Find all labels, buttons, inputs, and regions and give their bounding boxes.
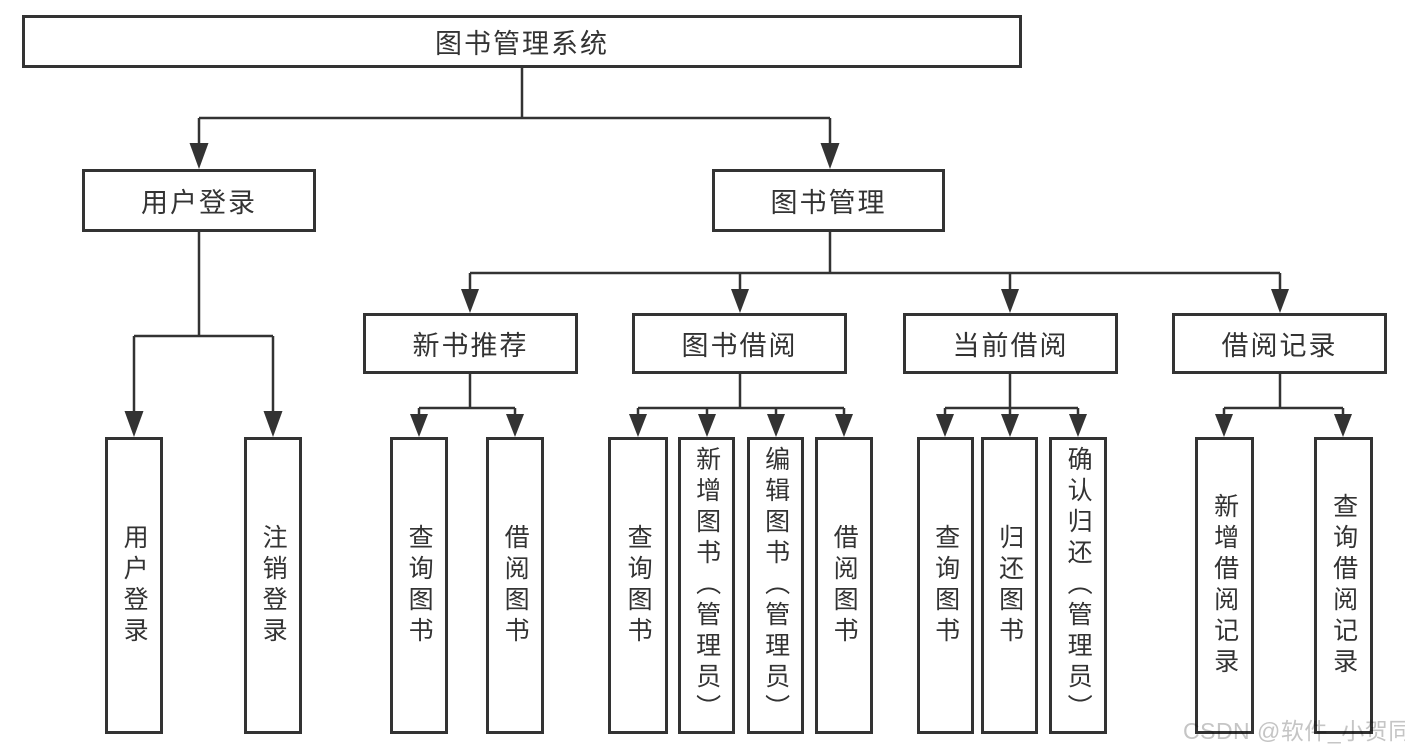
- node-user-login: 用户登录: [82, 169, 316, 232]
- node-user-login-label: 用户登录: [141, 188, 257, 218]
- leaf-confirm-return-admin: 确认归还（管理员）: [1049, 437, 1107, 734]
- leaf-query-books-current-label: 查询图书: [931, 523, 960, 648]
- leaf-user-login-label: 用户登录: [120, 523, 149, 648]
- node-current-borrow: 当前借阅: [903, 313, 1118, 374]
- leaf-logout: 注销登录: [244, 437, 302, 734]
- leaf-query-books-recommend-label: 查询图书: [405, 523, 434, 648]
- leaf-user-login: 用户登录: [105, 437, 163, 734]
- node-root-label: 图书管理系统: [435, 29, 609, 59]
- node-book-borrow: 图书借阅: [632, 313, 847, 374]
- leaf-return-books: 归还图书: [981, 437, 1038, 734]
- leaf-borrow-books-recommend-label: 借阅图书: [501, 523, 530, 648]
- leaf-edit-books-admin-label: 编辑图书（管理员）: [761, 446, 790, 725]
- leaf-query-borrow-record: 查询借阅记录: [1314, 437, 1373, 734]
- node-new-book-recommend-label: 新书推荐: [412, 331, 529, 361]
- connector-paths: [132, 68, 1345, 418]
- node-borrow-records: 借阅记录: [1172, 313, 1387, 374]
- leaf-borrow-books-label: 借阅图书: [830, 523, 859, 648]
- leaf-add-books-admin: 新增图书（管理员）: [678, 437, 735, 734]
- node-borrow-records-label: 借阅记录: [1221, 331, 1338, 361]
- leaf-query-books-recommend: 查询图书: [390, 437, 448, 734]
- leaf-return-books-label: 归还图书: [995, 523, 1024, 648]
- leaf-query-borrow-record-label: 查询借阅记录: [1329, 492, 1358, 679]
- leaf-query-books-borrow-label: 查询图书: [624, 523, 653, 648]
- leaf-confirm-return-admin-label: 确认归还（管理员）: [1064, 446, 1093, 725]
- arrowheads: [124, 143, 1352, 437]
- node-new-book-recommend: 新书推荐: [363, 313, 578, 374]
- node-book-management-label: 图书管理: [770, 188, 887, 218]
- leaf-logout-label: 注销登录: [259, 523, 288, 648]
- leaf-add-borrow-record: 新增借阅记录: [1195, 437, 1254, 734]
- leaf-borrow-books-recommend: 借阅图书: [486, 437, 544, 734]
- leaf-add-books-admin-label: 新增图书（管理员）: [692, 446, 721, 725]
- csdn-watermark: CSDN @软件_小贺同学: [1183, 718, 1405, 744]
- leaf-query-books-borrow: 查询图书: [608, 437, 668, 734]
- node-book-borrow-label: 图书借阅: [681, 331, 798, 361]
- leaf-borrow-books: 借阅图书: [815, 437, 873, 734]
- node-current-borrow-label: 当前借阅: [952, 331, 1069, 361]
- leaf-edit-books-admin: 编辑图书（管理员）: [747, 437, 804, 734]
- node-book-management: 图书管理: [712, 169, 945, 232]
- node-library-management-system: 图书管理系统: [22, 15, 1022, 68]
- leaf-add-borrow-record-label: 新增借阅记录: [1210, 492, 1239, 679]
- leaf-query-books-current: 查询图书: [917, 437, 974, 734]
